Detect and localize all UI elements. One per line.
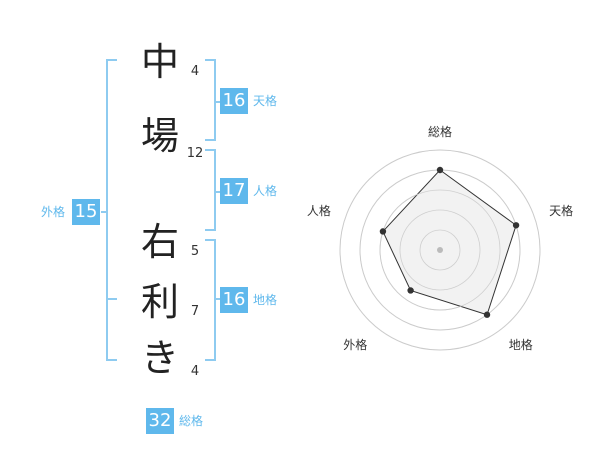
name-char-2: 場 [140,114,179,158]
jinkaku-value-badge: 17 [220,178,248,204]
jinkaku-bracket [205,149,216,231]
radar-point-4 [407,287,414,294]
radar-series-polygon [382,169,517,316]
stroke-count-4: 7 [190,304,200,319]
jinkaku-label: 人格 [253,184,278,198]
name-char-4: 利 [140,280,179,324]
gaikaku-tick-inner [106,298,117,300]
soukaku-value-badge: 32 [146,408,174,434]
tenkaku-tick [216,101,221,103]
chikaku-label: 地格 [253,293,278,307]
tenkaku-value-badge: 16 [220,88,248,114]
stroke-count-1: 4 [190,64,200,79]
radar-axis-label-2: 天格 [549,203,573,218]
radar-ring-overlay [419,229,461,271]
tenkaku-label: 天格 [253,94,278,108]
stroke-count-3: 5 [190,244,200,259]
stroke-count-5: 4 [190,364,200,379]
radar-axis-label-3: 地格 [509,337,533,352]
radar-axis-label-4: 外格 [343,337,367,352]
soukaku-label: 総格 [179,414,204,428]
gaikaku-tick-outer [101,211,107,213]
chikaku-value-badge: 16 [220,287,248,313]
name-char-5: き [140,336,179,380]
radar-point-2 [512,222,520,229]
name-char-3: 右 [140,220,179,264]
gaikaku-bracket [106,59,117,361]
gaikaku-value-badge: 15 [72,199,100,225]
radar-center-dot [437,247,443,253]
tenkaku-bracket [205,59,216,141]
chikaku-tick [216,298,221,300]
stroke-count-2: 12 [186,146,204,161]
radar-ring-overlay [399,209,481,291]
radar-ring-overlay [339,149,541,351]
radar-point-5 [379,228,387,235]
radar-axis-label-1: 総格 [428,124,452,139]
radar-axis-label-5: 人格 [307,203,331,218]
gaikaku-label: 外格 [41,205,66,219]
chikaku-bracket [205,239,216,361]
name-char-1: 中 [140,40,179,84]
radar-point-1 [436,166,444,174]
jinkaku-tick [216,191,221,193]
radar-ring-overlay [379,189,501,311]
radar-point-3 [483,311,491,318]
